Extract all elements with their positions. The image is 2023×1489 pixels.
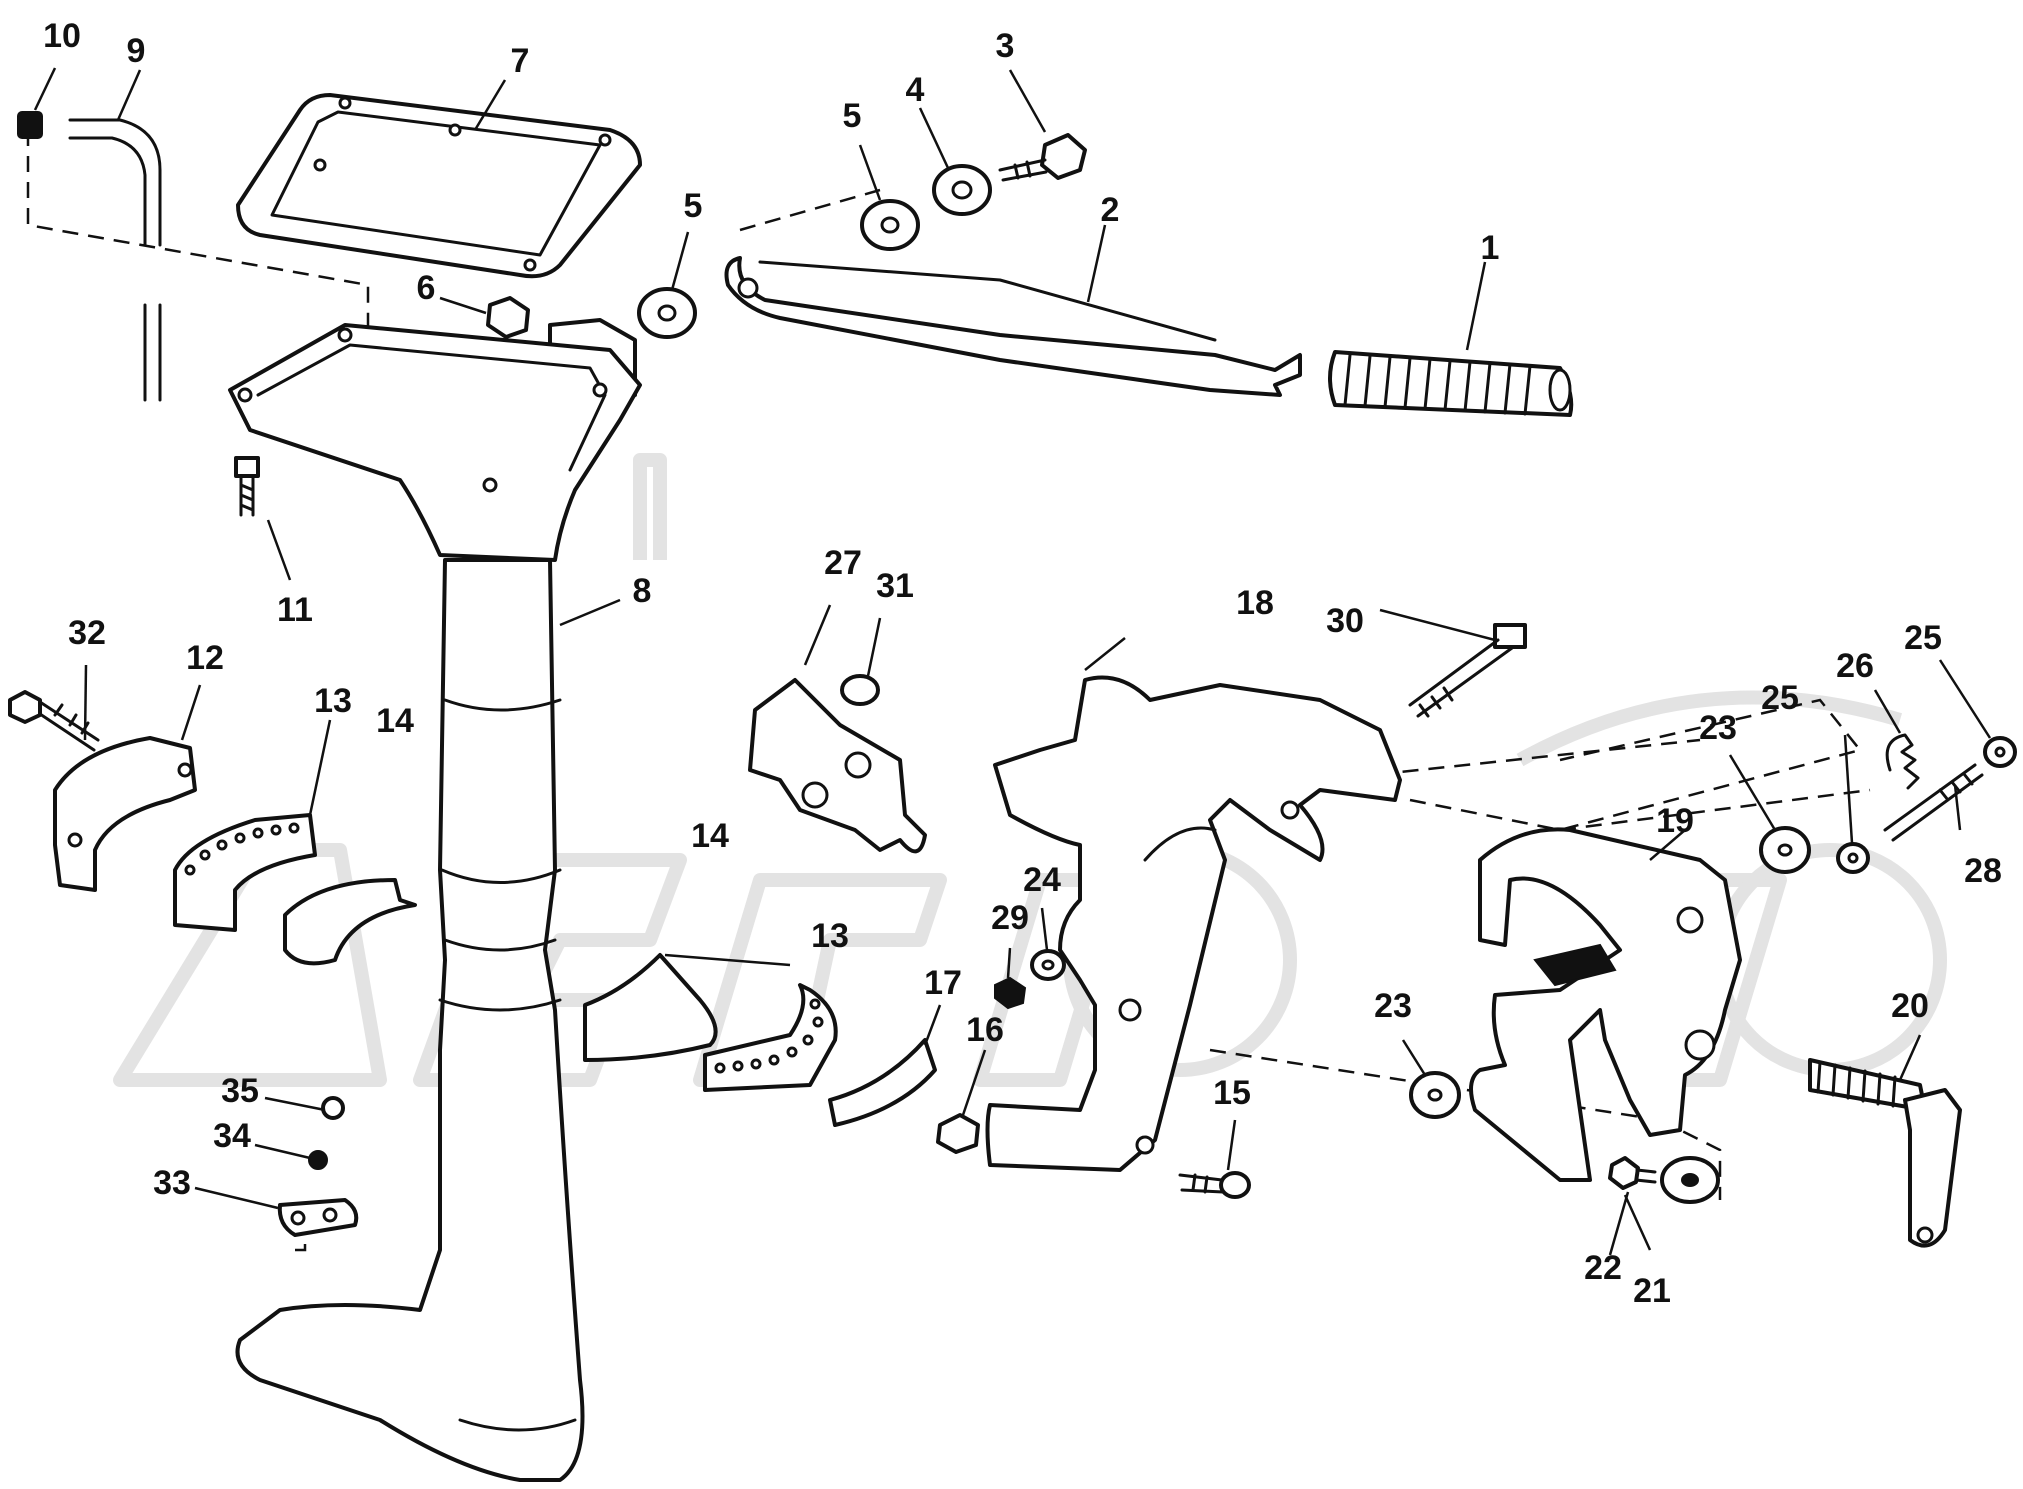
part-32-bolt	[8, 690, 100, 752]
part-35-pin	[321, 1096, 345, 1120]
callout-12: 12	[186, 639, 224, 677]
callout-8: 8	[633, 572, 652, 610]
callout-3: 3	[996, 27, 1015, 65]
callout-4: 4	[906, 71, 925, 109]
part-29-nut	[994, 976, 1027, 1010]
part-16-nut	[936, 1113, 980, 1154]
part-18-swivel-bracket	[985, 675, 1402, 1172]
callout-10: 10	[43, 17, 81, 55]
part-25-washer-b	[1983, 736, 2017, 768]
callout-20: 20	[1891, 987, 1929, 1025]
callout-22: 22	[1584, 1249, 1622, 1287]
part-19-clamp-bracket	[1469, 827, 1742, 1182]
part-5-washer-upper	[860, 199, 920, 251]
part-1-grip	[1328, 350, 1574, 417]
callout-34: 34	[213, 1117, 251, 1155]
part-6-nut	[486, 296, 530, 339]
callout-29: 29	[991, 899, 1029, 937]
part-22-screw	[1608, 1156, 1657, 1190]
callout-5-upper: 5	[843, 97, 862, 135]
callout-32: 32	[68, 614, 106, 652]
callout-35: 35	[221, 1072, 259, 1110]
callout-17: 17	[924, 964, 962, 1002]
callout-15: 15	[1213, 1074, 1251, 1112]
part-15-screw	[1178, 1171, 1251, 1199]
callout-5-lower: 5	[684, 187, 703, 225]
callout-1: 1	[1481, 229, 1500, 267]
callout-28: 28	[1964, 852, 2002, 890]
callouts: 1 2 3 4 5 5 6 7 8 9 10 11 12 13 13 14 14…	[43, 17, 2002, 1310]
part-34-star-washer	[308, 1150, 328, 1170]
part-13-plate-mid	[703, 983, 838, 1092]
part-26-spring	[1885, 733, 1920, 790]
callout-27: 27	[824, 544, 862, 582]
part-8-exhaust-housing	[228, 323, 642, 1482]
part-14-bushing-left	[283, 878, 417, 966]
part-21-washer	[1660, 1156, 1720, 1204]
callout-25-right: 25	[1904, 619, 1942, 657]
part-17-shim	[828, 1038, 937, 1127]
callout-24: 24	[1023, 861, 1061, 899]
callout-13-left: 13	[314, 682, 352, 720]
part-11-bolt	[234, 456, 260, 517]
part-28-stud	[1883, 763, 1984, 842]
part-33-plate	[277, 1198, 359, 1237]
part-5-washer-lower	[637, 287, 697, 339]
callout-23-upper: 23	[1699, 709, 1737, 747]
callout-14-mid: 14	[691, 817, 729, 855]
part-27-lock	[748, 678, 927, 854]
callout-11: 11	[277, 591, 313, 629]
callout-19: 19	[1656, 802, 1694, 840]
callout-14-left: 14	[376, 702, 414, 740]
callout-9: 9	[127, 32, 146, 70]
callout-13-mid: 13	[811, 917, 849, 955]
part-4-washer	[932, 164, 992, 216]
callout-23-lower: 23	[1374, 987, 1412, 1025]
part-23-washer-lower	[1409, 1071, 1461, 1119]
part-3-bolt	[998, 133, 1087, 182]
part-9-tube	[68, 118, 162, 402]
callout-16: 16	[966, 1011, 1004, 1049]
part-10-clip	[17, 111, 43, 139]
callout-31: 31	[876, 567, 914, 605]
part-14-bushing-mid	[583, 953, 718, 1062]
callout-26: 26	[1836, 647, 1874, 685]
callout-25-mid: 25	[1761, 679, 1799, 717]
part-12-clamp	[53, 736, 197, 892]
part-13-plate-left	[173, 813, 317, 932]
part-23-washer-upper	[1759, 826, 1811, 874]
part-2-tiller-arm	[724, 256, 1302, 397]
callout-7: 7	[511, 42, 530, 80]
leader-lines	[33, 67, 1992, 1256]
callout-18: 18	[1236, 584, 1274, 622]
part-25-washer-a	[1836, 842, 1870, 874]
callout-30: 30	[1326, 602, 1364, 640]
part-31-pin	[840, 674, 880, 706]
callout-6: 6	[417, 269, 436, 307]
callout-2: 2	[1101, 191, 1120, 229]
part-24-washer	[1030, 949, 1066, 981]
callout-33: 33	[153, 1164, 191, 1202]
part-30-bolt	[1408, 623, 1527, 718]
callout-21: 21	[1633, 1272, 1671, 1310]
part-20-clamp-screw	[1808, 1058, 1962, 1248]
part-7-gasket	[236, 93, 642, 279]
